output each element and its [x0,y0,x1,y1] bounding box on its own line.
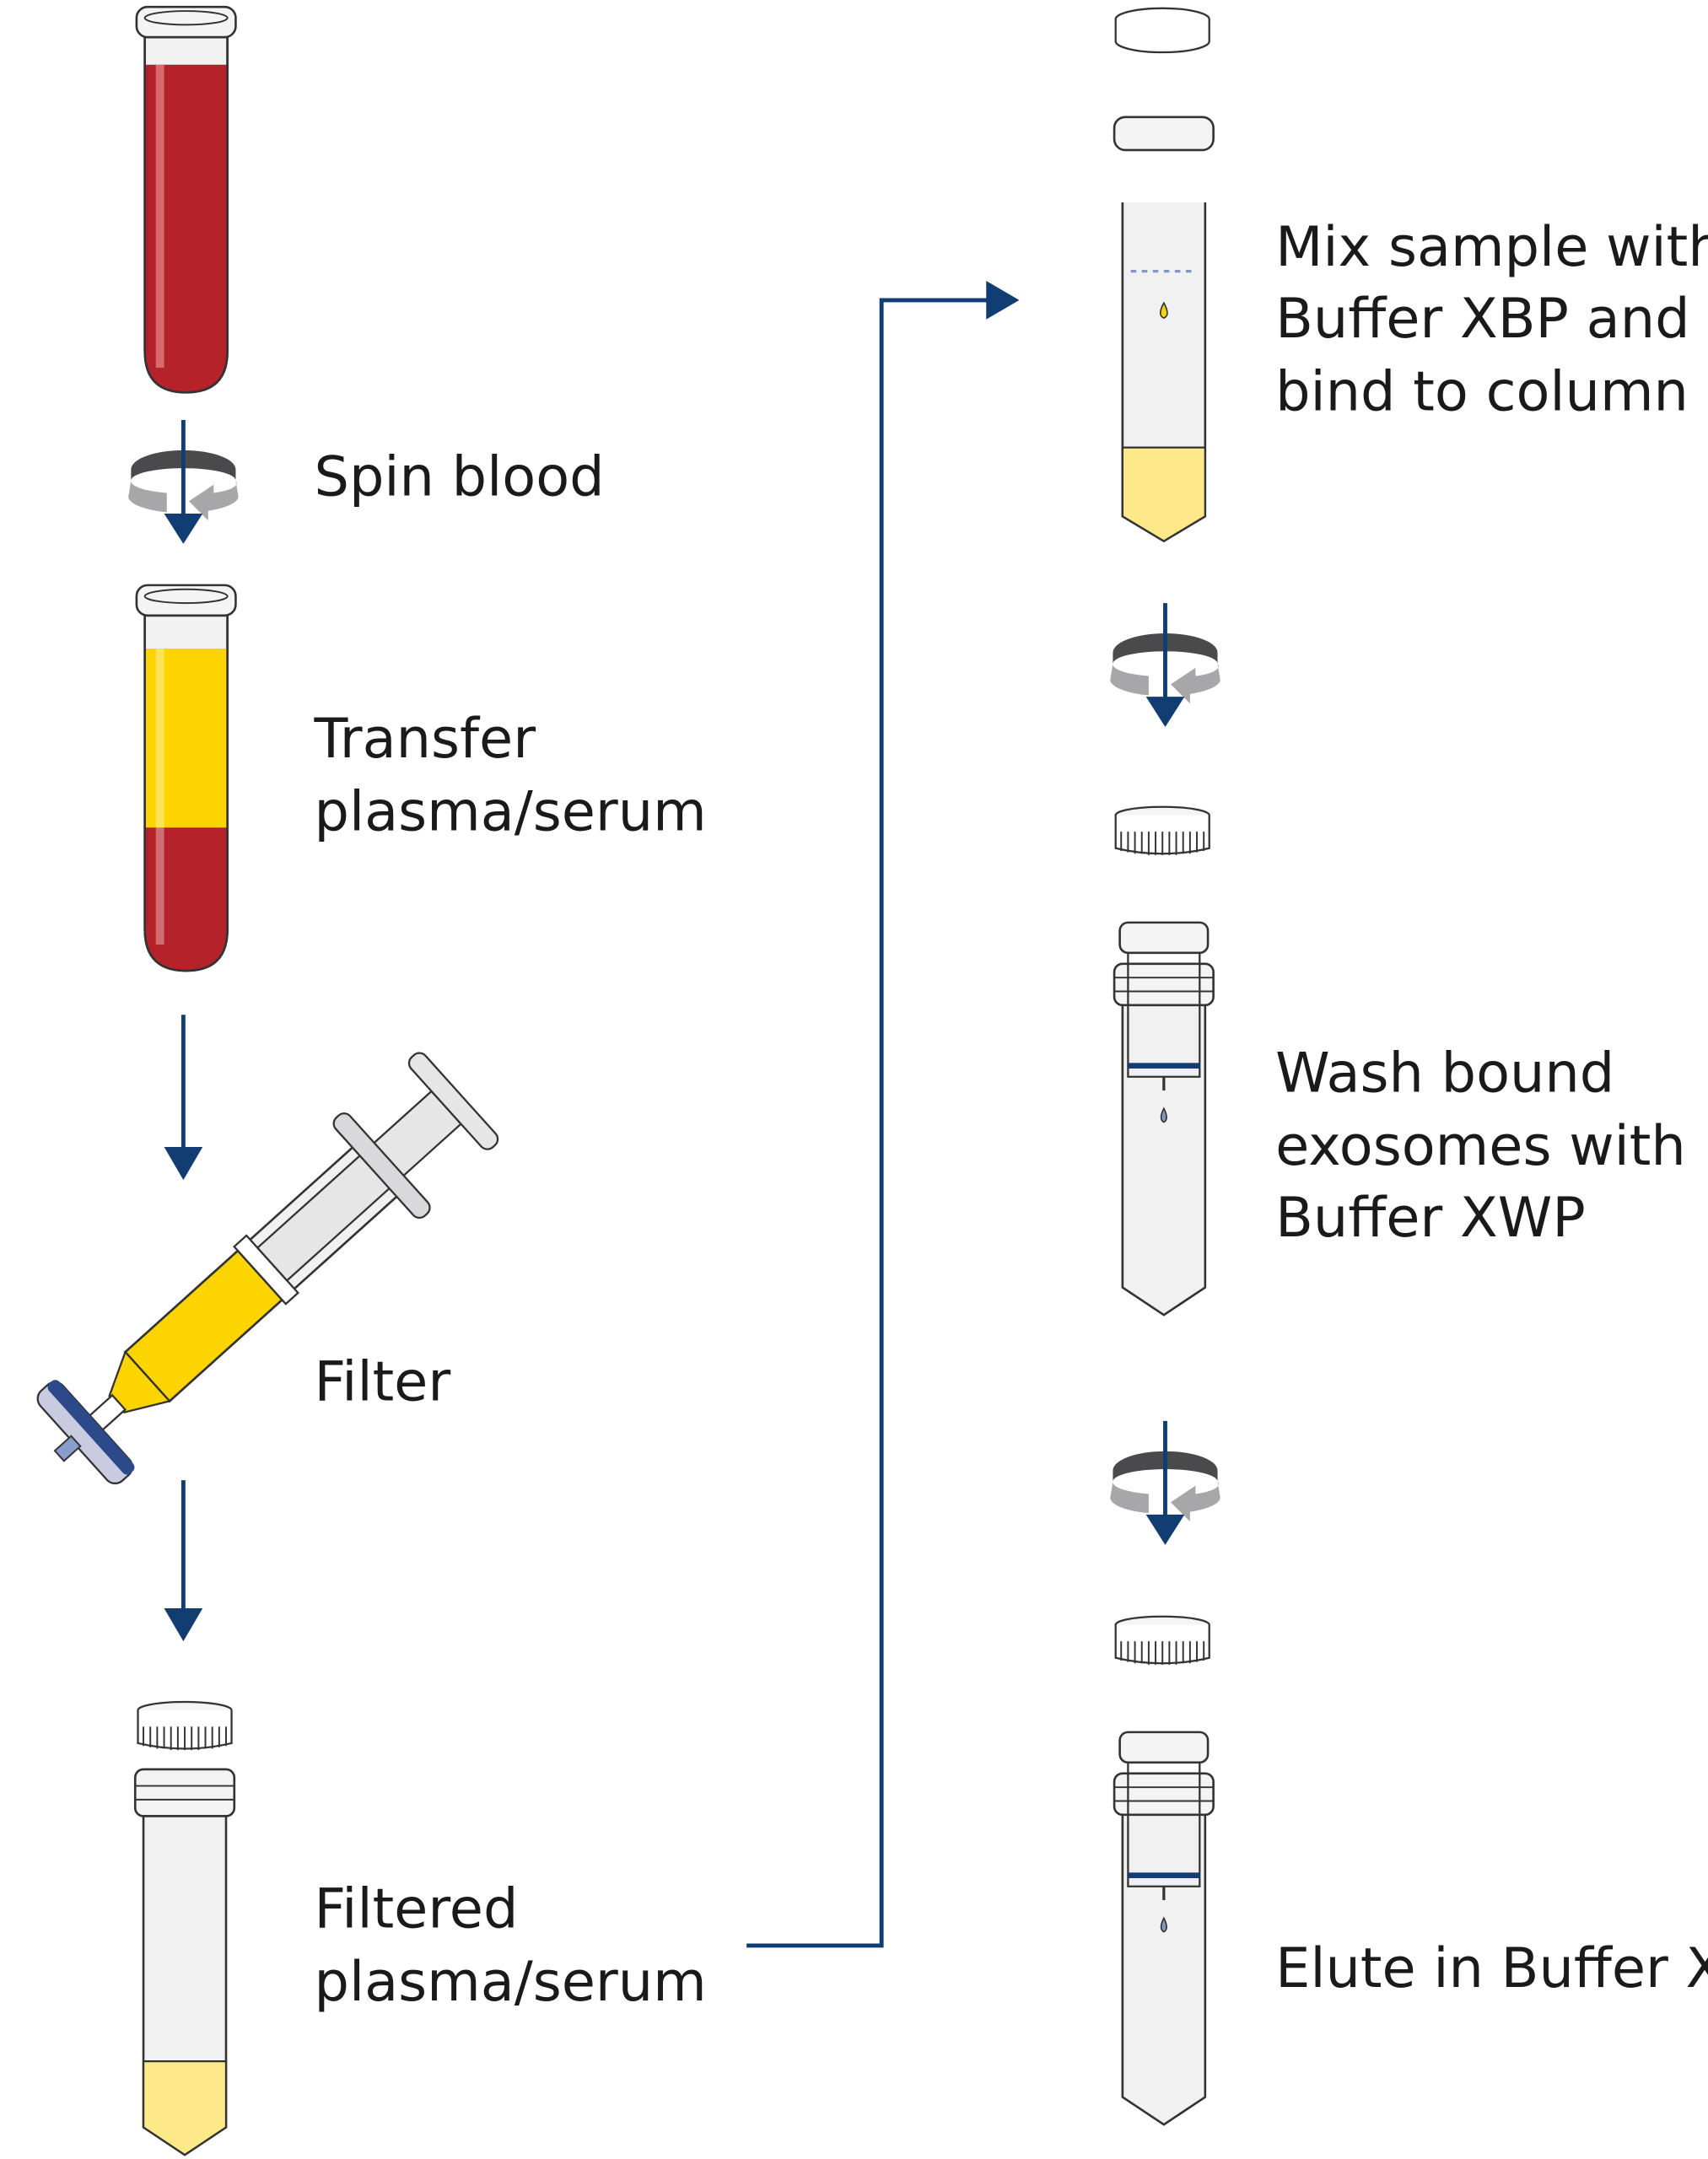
step-label-transfer-2: plasma/serum [314,779,706,843]
filtered-plasma-tube-icon [133,1768,236,2156]
step-label-mix-1: Mix sample with [1275,215,1708,279]
cap-icon [1114,805,1210,857]
step-label-wash-1: Wash bound [1275,1042,1614,1106]
step-label-spin-blood: Spin blood [314,445,604,509]
centrifuge-spin-icon [1110,1421,1220,1545]
sample-tube-icon [1113,116,1215,543]
centrifuge-spin-icon [1110,603,1220,727]
spin-column-wash-icon [1114,923,1214,1315]
cap-icon [137,1700,233,1752]
syringe-filter-icon [36,1052,499,1485]
separated-blood-tube-icon [135,584,237,972]
spin-column-elute-icon [1114,1732,1214,2124]
cap-icon [1114,1615,1210,1666]
step-label-elute: Elute in Buffer XE [1275,1936,1708,2000]
step-label-filter: Filter [314,1349,450,1413]
step-label-wash-2: exosomes with [1275,1114,1686,1178]
step-label-filtered-2: plasma/serum [314,1950,706,2014]
open-cap-icon [1114,7,1210,54]
step-label-mix-2: Buffer XBP and [1275,287,1689,351]
step-label-wash-3: Buffer XWP [1275,1186,1586,1250]
step-label-mix-3: bind to column [1275,360,1689,424]
down-arrow-icon [164,1015,203,1181]
connector-arrow-icon [746,281,1020,1948]
step-label-filtered-1: Filtered [314,1877,518,1941]
centrifuge-spin-icon [128,420,239,544]
step-label-transfer-1: Transfer [313,707,536,771]
blood-tube-icon [135,5,237,394]
down-arrow-icon [164,1480,203,1642]
